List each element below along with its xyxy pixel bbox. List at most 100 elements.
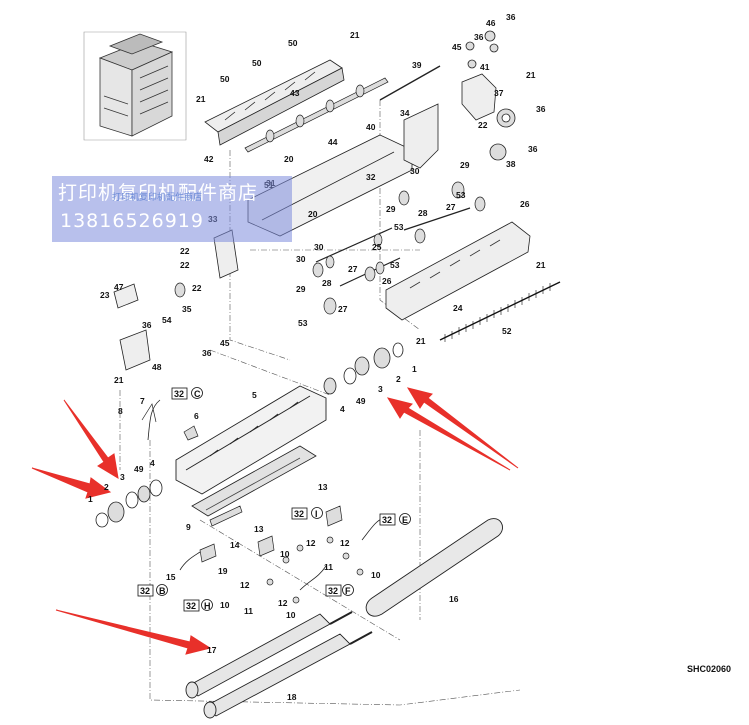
part-label: 17 bbox=[207, 645, 217, 655]
part-label: 37 bbox=[494, 88, 504, 98]
part-label: 53 bbox=[390, 260, 400, 270]
static-brush bbox=[439, 281, 561, 342]
part-label: 36 bbox=[536, 104, 546, 114]
part-label: 22 bbox=[192, 283, 202, 293]
part-label: 50 bbox=[288, 38, 298, 48]
part-label: 21 bbox=[196, 94, 206, 104]
right-gears bbox=[465, 30, 516, 161]
part-label: 48 bbox=[152, 362, 162, 372]
part-label: 20 bbox=[284, 154, 294, 164]
part-label: 43 bbox=[290, 88, 300, 98]
svg-text:H: H bbox=[204, 601, 211, 611]
part-label: 12 bbox=[306, 538, 316, 548]
part-label: 46 bbox=[486, 18, 496, 28]
drive-shaft bbox=[379, 65, 441, 101]
arrow-to-gear-stack-right-2 bbox=[386, 397, 511, 471]
part-label: 27 bbox=[446, 202, 456, 212]
part-label: 3 bbox=[120, 472, 125, 482]
callout-I: 32 I bbox=[291, 507, 323, 520]
part-label: 23 bbox=[100, 290, 110, 300]
part-label: 36 bbox=[506, 12, 516, 22]
roller-shaft bbox=[244, 77, 389, 153]
callout-E: 32 E bbox=[379, 513, 411, 526]
part-label: 22 bbox=[180, 246, 190, 256]
lower-guide bbox=[191, 445, 317, 517]
svg-text:B: B bbox=[159, 586, 166, 596]
part-label: 21 bbox=[526, 70, 536, 80]
right-frame-bracket bbox=[403, 103, 439, 169]
callout-B: 32 B bbox=[137, 584, 168, 597]
part-label: 12 bbox=[240, 580, 250, 590]
part-label: 29 bbox=[296, 284, 306, 294]
part-label: 45 bbox=[452, 42, 462, 52]
arrow-to-gear-stack-right-1 bbox=[406, 387, 519, 469]
part-label: 53 bbox=[298, 318, 308, 328]
part-label: 12 bbox=[340, 538, 350, 548]
part-label: 2 bbox=[104, 482, 109, 492]
part-label: 49 bbox=[134, 464, 144, 474]
part-label: 38 bbox=[506, 159, 516, 169]
part-label: 35 bbox=[182, 304, 192, 314]
part-labels: 1 2 3 49 4 1 2 3 49 4 5 6 7 8 9 10 10 10… bbox=[88, 12, 546, 702]
part-label: 36 bbox=[142, 320, 152, 330]
part-label: 4 bbox=[150, 458, 155, 468]
svg-text:C: C bbox=[194, 389, 201, 399]
part-label: 36 bbox=[528, 144, 538, 154]
part-label: 2 bbox=[396, 374, 401, 384]
pressure-roller-18 bbox=[203, 631, 373, 719]
callout-H: 32 H bbox=[183, 599, 213, 612]
part-label: 26 bbox=[382, 276, 392, 286]
part-label: 50 bbox=[220, 74, 230, 84]
main-fuser-frame bbox=[175, 385, 327, 495]
part-label: 20 bbox=[308, 209, 318, 219]
part-label: 28 bbox=[418, 208, 428, 218]
svg-text:32: 32 bbox=[140, 586, 150, 596]
pressure-roller-17 bbox=[185, 611, 353, 699]
watermark-phone: 13816526919 bbox=[60, 210, 204, 232]
part-label: 30 bbox=[410, 166, 420, 176]
watermark-faint-text: 打印机复印机配件商店 bbox=[112, 193, 203, 203]
part-label: 13 bbox=[318, 482, 328, 492]
part-label: 5 bbox=[252, 390, 257, 400]
part-label: 25 bbox=[372, 242, 382, 252]
part-label: 28 bbox=[322, 278, 332, 288]
part-label: 36 bbox=[474, 32, 484, 42]
heat-roller bbox=[365, 518, 503, 617]
part-label: 44 bbox=[328, 137, 338, 147]
part-label: 4 bbox=[340, 404, 345, 414]
part-label: 53 bbox=[394, 222, 404, 232]
part-label: 27 bbox=[348, 264, 358, 274]
arrow-to-gear-1-left bbox=[31, 467, 112, 499]
right-gear-stack bbox=[323, 342, 404, 395]
drive-bracket bbox=[461, 73, 497, 121]
part-label: 39 bbox=[412, 60, 422, 70]
callout-F: 32 F bbox=[325, 584, 354, 597]
top-paper-guide-assembly bbox=[204, 59, 345, 146]
part-label: 29 bbox=[386, 204, 396, 214]
part-label: 13 bbox=[254, 524, 264, 534]
part-label: 27 bbox=[338, 304, 348, 314]
feed-rollers bbox=[174, 181, 486, 315]
part-label: 21 bbox=[536, 260, 546, 270]
part-label: 21 bbox=[416, 336, 426, 346]
part-label: 34 bbox=[400, 108, 410, 118]
copier-thumbnail bbox=[83, 31, 187, 141]
red-arrows bbox=[31, 387, 519, 655]
part-label: 50 bbox=[252, 58, 262, 68]
part-label: 26 bbox=[520, 199, 530, 209]
part-label: 30 bbox=[296, 254, 306, 264]
part-label: 21 bbox=[114, 375, 124, 385]
part-label: 54 bbox=[162, 315, 172, 325]
part-label: 49 bbox=[356, 396, 366, 406]
paper-guide-plate bbox=[385, 221, 531, 321]
part-label: 36 bbox=[202, 348, 212, 358]
svg-text:32: 32 bbox=[294, 509, 304, 519]
svg-text:E: E bbox=[402, 515, 408, 525]
part-label: 30 bbox=[314, 242, 324, 252]
left-gear-stack bbox=[95, 479, 163, 528]
diagram-code: SHC02060 bbox=[687, 664, 732, 674]
watermark-shop-name: 打印机复印机配件商店 bbox=[58, 182, 259, 204]
svg-text:32: 32 bbox=[186, 601, 196, 611]
svg-text:32: 32 bbox=[174, 389, 184, 399]
